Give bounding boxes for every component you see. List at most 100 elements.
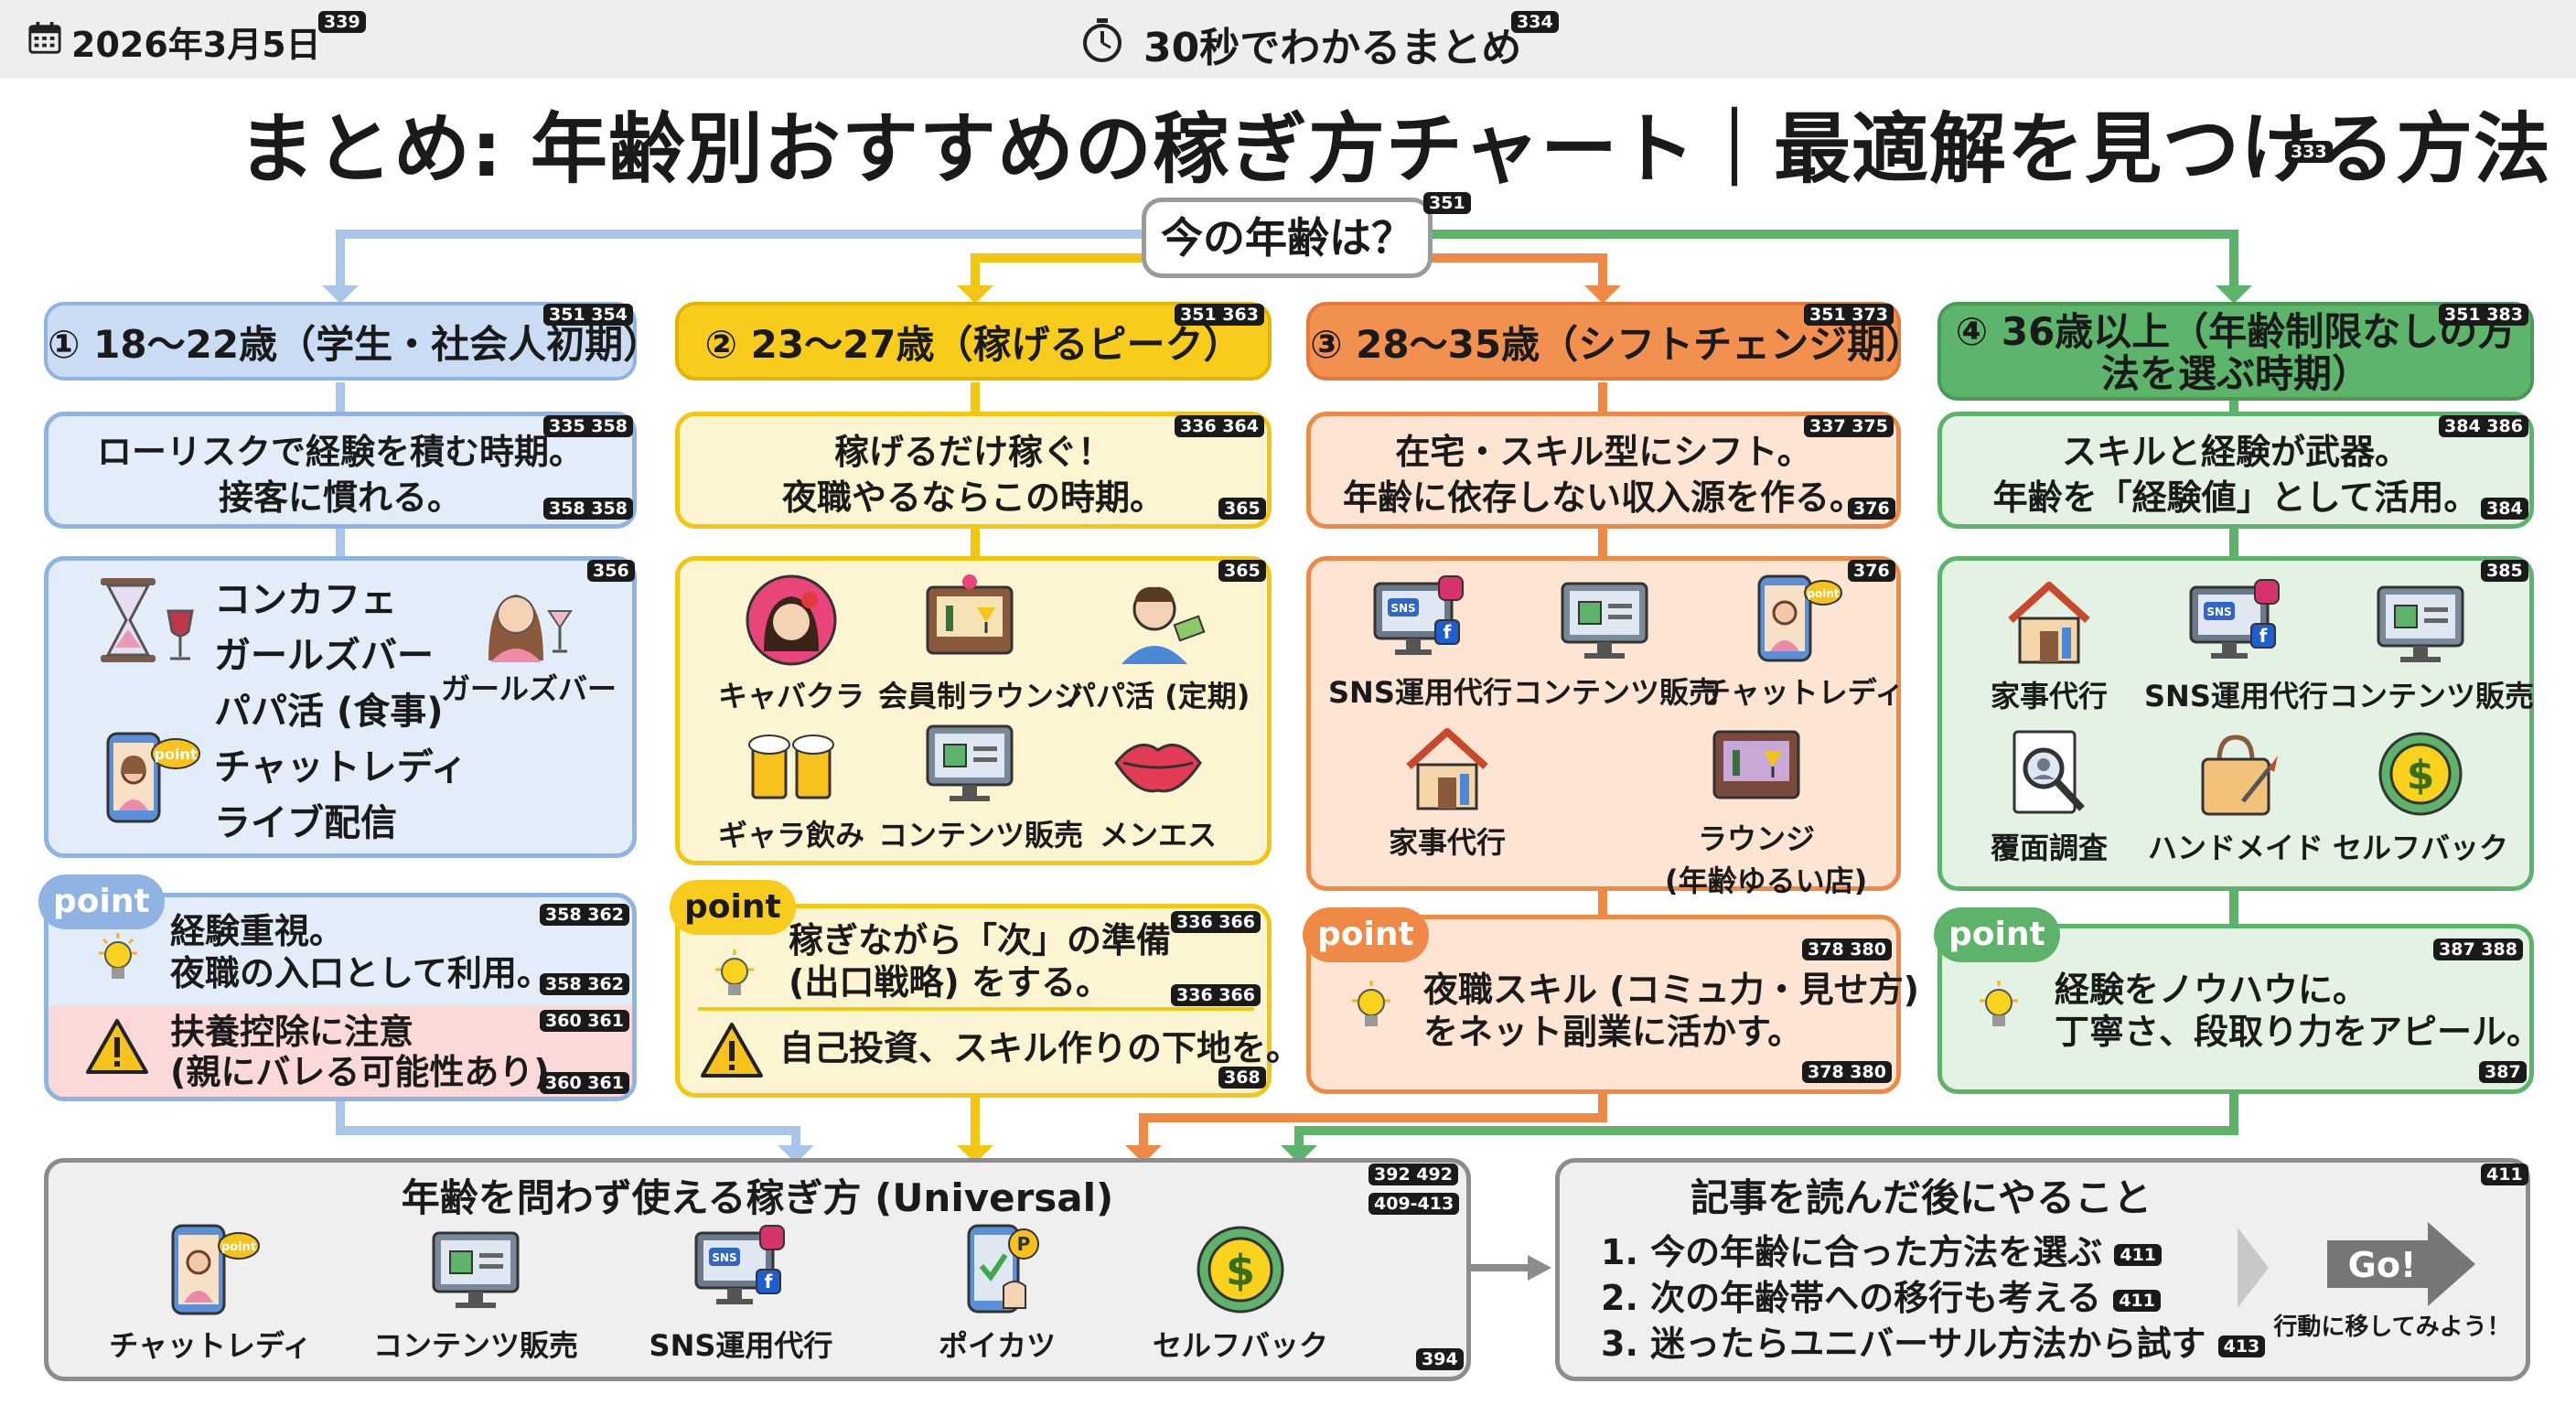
universal-content-sales: コンテンツ販売 [366, 1222, 585, 1365]
date-badge: 339 [318, 11, 366, 33]
item-label: セルフバック [1152, 1328, 1328, 1363]
column-3-heading: ③ 28〜35歳（シフトチェンジ期） [1306, 302, 1924, 381]
column-1-desc-line1: ローリスクで経験を積む時期。 [96, 432, 584, 472]
column-3-point-tag: point [1303, 907, 1429, 962]
column-1-desc-badge-top: 335 358 [543, 415, 633, 437]
job-housekeeping: 家事代行 [1958, 576, 2141, 715]
facebook-icon: f [765, 1271, 773, 1292]
column-4-point-badge-top: 387 388 [2433, 938, 2523, 960]
column-3-description: 在宅・スキル型にシフト。年齢に依存しない収入源を作る。 [1306, 412, 1901, 529]
next-steps-badge: 411 [2481, 1164, 2528, 1185]
question-badge: 351 [1423, 192, 1471, 214]
column-1-point-badge-top: 358 362 [540, 904, 629, 926]
column-1-desc-line2: 接客に慣れる。 [218, 477, 462, 518]
job-mystery-shopper: 覆面調査 [1958, 728, 2141, 867]
column-1-point-line2: 夜職の入口として利用。 [170, 953, 552, 993]
column-4-desc-badge-top: 384 386 [2439, 415, 2528, 437]
column-1-warning-area [48, 1005, 632, 1097]
column-4-point-line2: 丁寧さ、段取り力をアピール。 [2055, 1012, 2542, 1052]
column-4-point-tag: point [1934, 907, 2060, 962]
go-arrow-icon[interactable]: Go! [2236, 1222, 2510, 1325]
column-3-desc-line1: 在宅・スキル型にシフト。 [1395, 432, 1812, 472]
lounge-icon [926, 574, 1014, 655]
column-4-desc-badge-bottom: 384 [2481, 498, 2528, 520]
item-label: ギャラ飲み [717, 818, 864, 853]
monitor-box-icon [2377, 585, 2464, 662]
facebook-icon: f [2259, 625, 2268, 647]
item-label: 家事代行 [1388, 825, 1506, 860]
column-3-heading-badge: 351 373 [1804, 304, 1894, 326]
column-1-jobs-badge: 356 [587, 560, 635, 582]
column-1-warning-line2: (親にバレる可能性あり) [170, 1052, 550, 1092]
column-4-heading: ④ 36歳以上（年齢制限なしの方 法を選ぶ時期） [1937, 302, 2534, 401]
sns-icon-text: SNS [1390, 602, 1415, 615]
column-3-point-line1: 夜職スキル (コミュ力・見せ方) [1423, 970, 1919, 1010]
divider [698, 1007, 1254, 1011]
monitor-box-icon [1561, 582, 1648, 659]
man-money-icon [1122, 586, 1206, 664]
column-4-heading-badge: 351 383 [2439, 304, 2528, 326]
job-chat-lady: point チャットレディ [1701, 573, 1904, 712]
column-1-point-tag: point [38, 874, 165, 929]
column-2-warning-badge: 368 [1218, 1067, 1266, 1089]
column-2-point-tag: point [670, 880, 796, 935]
dollar-coin-icon: $ [2378, 732, 2463, 816]
column-2-warning-line1: 自己投資、スキル作りの下地を。 [779, 1028, 1302, 1068]
dollar-sign: $ [1226, 1246, 1255, 1295]
list-item: パパ活 (食事) [214, 691, 444, 733]
date-label: 2026年3月5日 [71, 25, 321, 65]
hostess-icon [746, 574, 837, 666]
column-3-desc-badge-bottom: 376 [1848, 498, 1895, 520]
column-1-point-badge-mid: 358 362 [540, 973, 629, 995]
column-1-warning-badge-top: 360 361 [540, 1010, 629, 1032]
item-label: 覆面調査 [1990, 831, 2108, 865]
job-content-sales: コンテンツ販売 [2329, 576, 2534, 715]
column-2-desc-badge-top: 336 364 [1175, 415, 1264, 437]
column-1-heading: ① 18〜22歳（学生・社会人初期） [44, 302, 661, 381]
lightbulb-icon [715, 949, 754, 995]
job-housekeeping: 家事代行 [1356, 723, 1539, 862]
column-1-heading-badge: 351 354 [543, 304, 633, 326]
column-3-point-badge-bottom: 378 380 [1802, 1061, 1892, 1083]
item-label: SNS運用代行 [649, 1328, 833, 1363]
list-item: チャットレディ [214, 746, 467, 788]
item-label: コンテンツ販売 [878, 818, 1084, 853]
lips-icon [1114, 743, 1202, 793]
list-item: ライブ配信 [214, 802, 397, 844]
go-label: Go! [2348, 1245, 2417, 1285]
step-text: 1. 今の年齢に合った方法を選ぶ [1601, 1232, 2103, 1272]
column-4-desc-line1: スキルと経験が武器。 [2061, 432, 2410, 472]
column-2-desc-line1: 稼げるだけ稼ぐ！ [833, 432, 1112, 472]
column-2-heading: ② 23〜27歳（稼げるピーク） [675, 302, 1272, 381]
step-badge: 411 [2113, 1290, 2161, 1312]
item-label: パパ活 (定期) [1067, 679, 1250, 713]
item-sublabel: (年齢ゆるい店) [1665, 863, 1868, 898]
lightbulb-icon [1352, 981, 1390, 1026]
column-2-jobs-badge: 365 [1218, 560, 1266, 582]
step-text: 3. 迷ったらユニバーサル方法から試す [1601, 1324, 2206, 1364]
column-4-description: スキルと経験が武器。年齢を「経験値」として活用。 [1937, 412, 2534, 529]
item-label: コンテンツ販売 [2329, 679, 2535, 713]
next-steps-title: 記事を読んだ後にやること [1690, 1175, 2152, 1220]
warning-icon [86, 1019, 148, 1074]
job-lounge-relaxed: ラウンジ (年齢ゆるい店) [1665, 723, 1868, 900]
job-kyabakura: キャバクラ [704, 573, 878, 715]
column-3-jobs-badge: 376 [1848, 560, 1895, 582]
item-label: セルフバック [2332, 831, 2508, 865]
page-title: まとめ: 年齢別おすすめの稼ぎ方チャート｜最適解を見つける方法 [238, 104, 2551, 194]
column-1-desc-badge-bottom: 358 358 [543, 498, 633, 520]
column-2-point-line2: (出口戦略) をする。 [789, 962, 1111, 1003]
go-caption: 行動に移してみよう！ [2273, 1314, 2511, 1341]
calendar-icon [28, 21, 61, 54]
summary-subtitle: 30秒でわかるまとめ [1143, 25, 1522, 71]
item-label: ハンドメイド [2147, 831, 2324, 865]
job-gyara-nomi: ギャラ飲み [704, 719, 878, 854]
facebook-icon: f [1444, 621, 1452, 643]
sns-monitor-icon: SNS f [1373, 575, 1464, 655]
list-item: ガールズバー [214, 635, 434, 677]
column-2-point-line1: 稼ぎながら「次」の準備 [789, 920, 1172, 960]
item-label: ポイカツ [938, 1328, 1056, 1363]
column-4-desc-line2: 年齢を「経験値」として活用。 [1992, 477, 2479, 518]
step-item: 2. 次の年齢帯への移行も考える 411 [1601, 1275, 2265, 1321]
